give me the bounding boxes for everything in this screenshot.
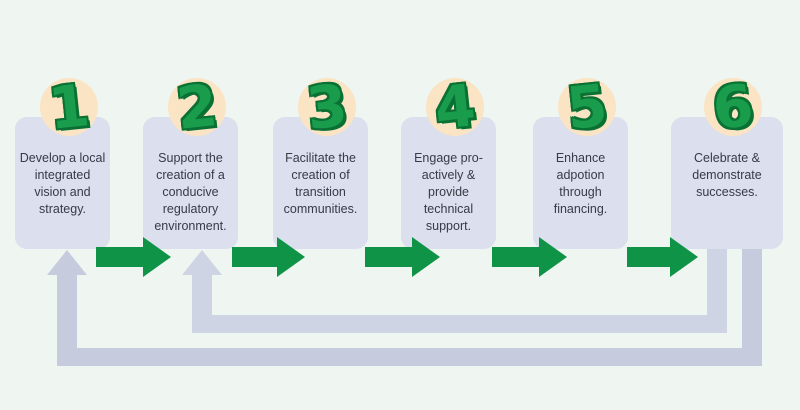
step-3-label: Facilitate the creation of transition co…	[283, 151, 358, 216]
step-4-label: Engage pro-actively & provide technical …	[414, 151, 483, 233]
step-4-number-badge: 4	[425, 71, 484, 143]
step-3: 3 Facilitate the creation of transition …	[273, 71, 368, 378]
step-4-number: 4	[430, 71, 479, 143]
step-3-number: 3	[302, 71, 351, 143]
step-6-number-badge: 6	[704, 71, 762, 143]
step-6-label: Celebrate & demonstrate successes.	[692, 151, 762, 199]
step-4-box: Engage pro-actively & provide technical …	[401, 117, 496, 249]
step-4: 4 Engage pro-actively & provide technica…	[401, 71, 496, 378]
step-6-box: Celebrate & demonstrate successes.	[671, 117, 783, 249]
step-5-label: Enhance adpotion through financing.	[553, 151, 608, 216]
step-5-number-badge: 5	[557, 71, 616, 143]
step-3-box: Facilitate the creation of transition co…	[273, 117, 368, 249]
step-2: 2 Support the creation of a conducive re…	[143, 71, 238, 378]
step-3-number-badge: 3	[297, 71, 356, 143]
step-1-label: Develop a local integrated vision and st…	[19, 151, 106, 216]
step-2-number: 2	[172, 71, 221, 143]
step-2-number-badge: 2	[167, 71, 226, 143]
step-1-box: Develop a local integrated vision and st…	[15, 117, 110, 249]
step-6: 6 Celebrate & demonstrate successes.	[671, 71, 783, 378]
step-5: 5 Enhance adpotion through financing.	[533, 71, 628, 378]
step-5-number: 5	[562, 71, 611, 143]
step-1-number: 1	[44, 71, 93, 143]
step-6-number: 6	[709, 71, 757, 143]
feedback-arrow-6-to-2-icon	[182, 249, 727, 333]
step-2-label: Support the creation of a conducive regu…	[154, 151, 227, 233]
step-5-box: Enhance adpotion through financing.	[533, 117, 628, 249]
step-2-box: Support the creation of a conducive regu…	[143, 117, 238, 249]
step-1-number-badge: 1	[39, 71, 98, 143]
feedback-arrow-6-to-1-icon	[47, 249, 762, 366]
step-1: 1 Develop a local integrated vision and …	[15, 71, 110, 378]
